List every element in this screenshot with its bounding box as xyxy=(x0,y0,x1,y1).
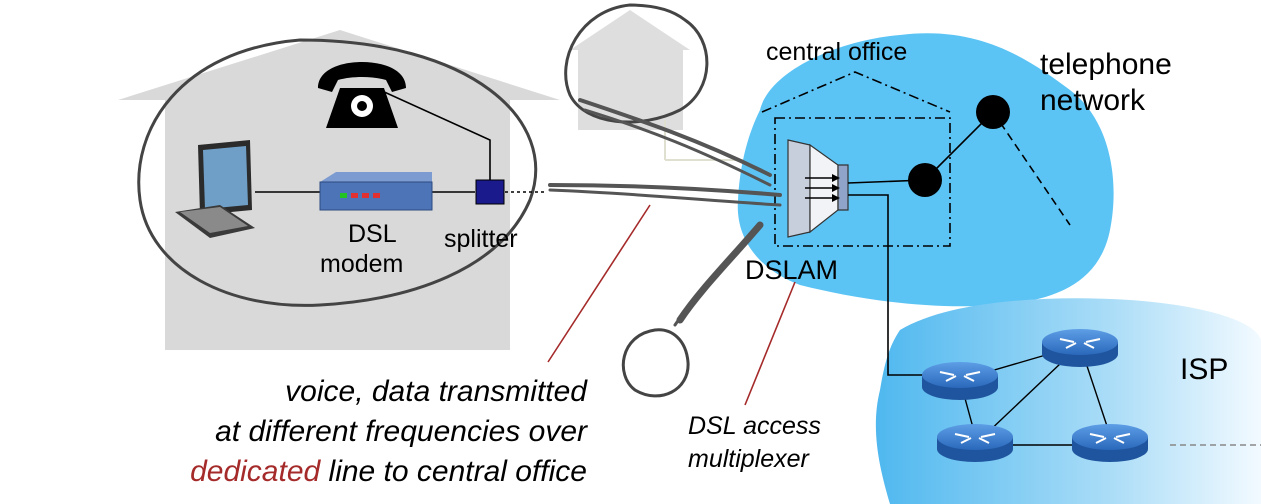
splitter-label: splitter xyxy=(444,225,518,253)
computer-icon xyxy=(175,140,255,238)
dsl-modem-label-line1: DSL xyxy=(348,220,397,248)
dslam-caption: DSL access multiplexer xyxy=(688,410,821,476)
transmission-caption: voice, data transmitted at different fre… xyxy=(120,372,587,492)
caption-line-1: voice, data transmitted xyxy=(285,375,587,408)
annotation-strokes xyxy=(548,98,782,327)
dslam-label: DSLAM xyxy=(745,255,839,285)
dslam-caption-line-2: multiplexer xyxy=(688,445,809,473)
telephone-switch-node xyxy=(976,95,1010,129)
isp-router xyxy=(1072,424,1148,462)
central-office-label: central office xyxy=(766,38,908,66)
telephone-network-label-line1: telephone xyxy=(1040,48,1172,81)
home-house xyxy=(118,30,560,350)
annotation-ovals xyxy=(137,3,709,398)
caption-line-3: dedicated line to central office xyxy=(120,452,587,492)
caption-highlight: dedicated xyxy=(190,455,321,488)
telephone-switch-node xyxy=(908,163,942,197)
isp-router xyxy=(1042,329,1118,367)
central-office-outline xyxy=(761,71,951,247)
caption-line-3-rest: line to central office xyxy=(320,455,587,488)
isp-label: ISP xyxy=(1180,353,1229,386)
isp-router xyxy=(922,362,998,400)
splitter-icon xyxy=(475,179,505,205)
isp-cloud xyxy=(875,298,1261,504)
neighbor-house xyxy=(570,10,775,161)
dslam-icon xyxy=(787,139,849,238)
caption-pointer-line xyxy=(547,204,651,363)
caption-line-2: at different frequencies over xyxy=(215,415,587,448)
telephone-network-label-line2: network xyxy=(1040,84,1146,117)
dsl-modem-icon xyxy=(319,172,433,211)
dsl-modem-label-line2: modem xyxy=(320,250,404,278)
dslam-caption-line-1: DSL access xyxy=(688,412,821,440)
telephone-icon xyxy=(318,62,406,128)
home-wiring xyxy=(255,89,545,193)
dslam-pointer-line xyxy=(744,281,796,406)
isp-router xyxy=(937,424,1013,462)
